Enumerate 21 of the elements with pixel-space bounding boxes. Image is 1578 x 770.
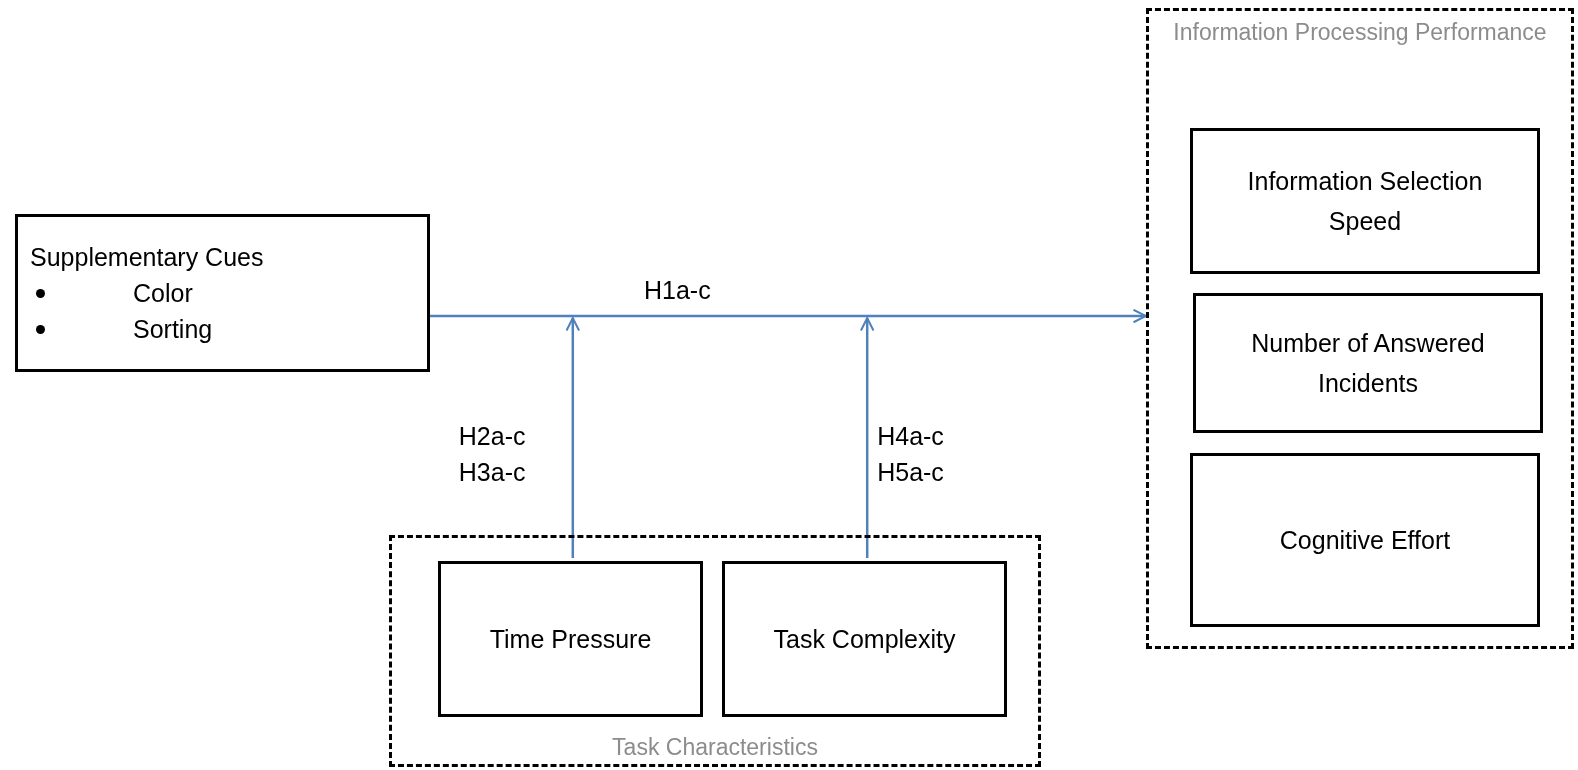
arrow xyxy=(565,317,581,558)
arrow xyxy=(859,317,875,558)
group-title: Task Characteristics xyxy=(611,733,819,762)
process-box xyxy=(1190,453,1540,627)
box-label: Information Selection Speed xyxy=(1246,166,1484,237)
box-label: Time Pressure xyxy=(489,624,652,655)
process-box xyxy=(722,561,1007,717)
list-item: Color xyxy=(133,278,193,309)
box-label: Cognitive Effort xyxy=(1279,525,1451,556)
group-title: Information Processing Performance xyxy=(1172,18,1548,47)
box-label: Task Complexity xyxy=(773,624,956,655)
process-box xyxy=(438,561,703,717)
process-box xyxy=(1193,293,1543,433)
dashed-group xyxy=(389,535,1041,767)
process-box xyxy=(15,214,430,372)
arrow xyxy=(430,308,1147,324)
box-heading: Supplementary Cues xyxy=(30,242,264,273)
list-item: Sorting xyxy=(133,314,213,345)
dashed-group xyxy=(1146,8,1574,649)
process-box xyxy=(1190,128,1540,274)
box-label: Number of Answered Incidents xyxy=(1250,328,1486,399)
